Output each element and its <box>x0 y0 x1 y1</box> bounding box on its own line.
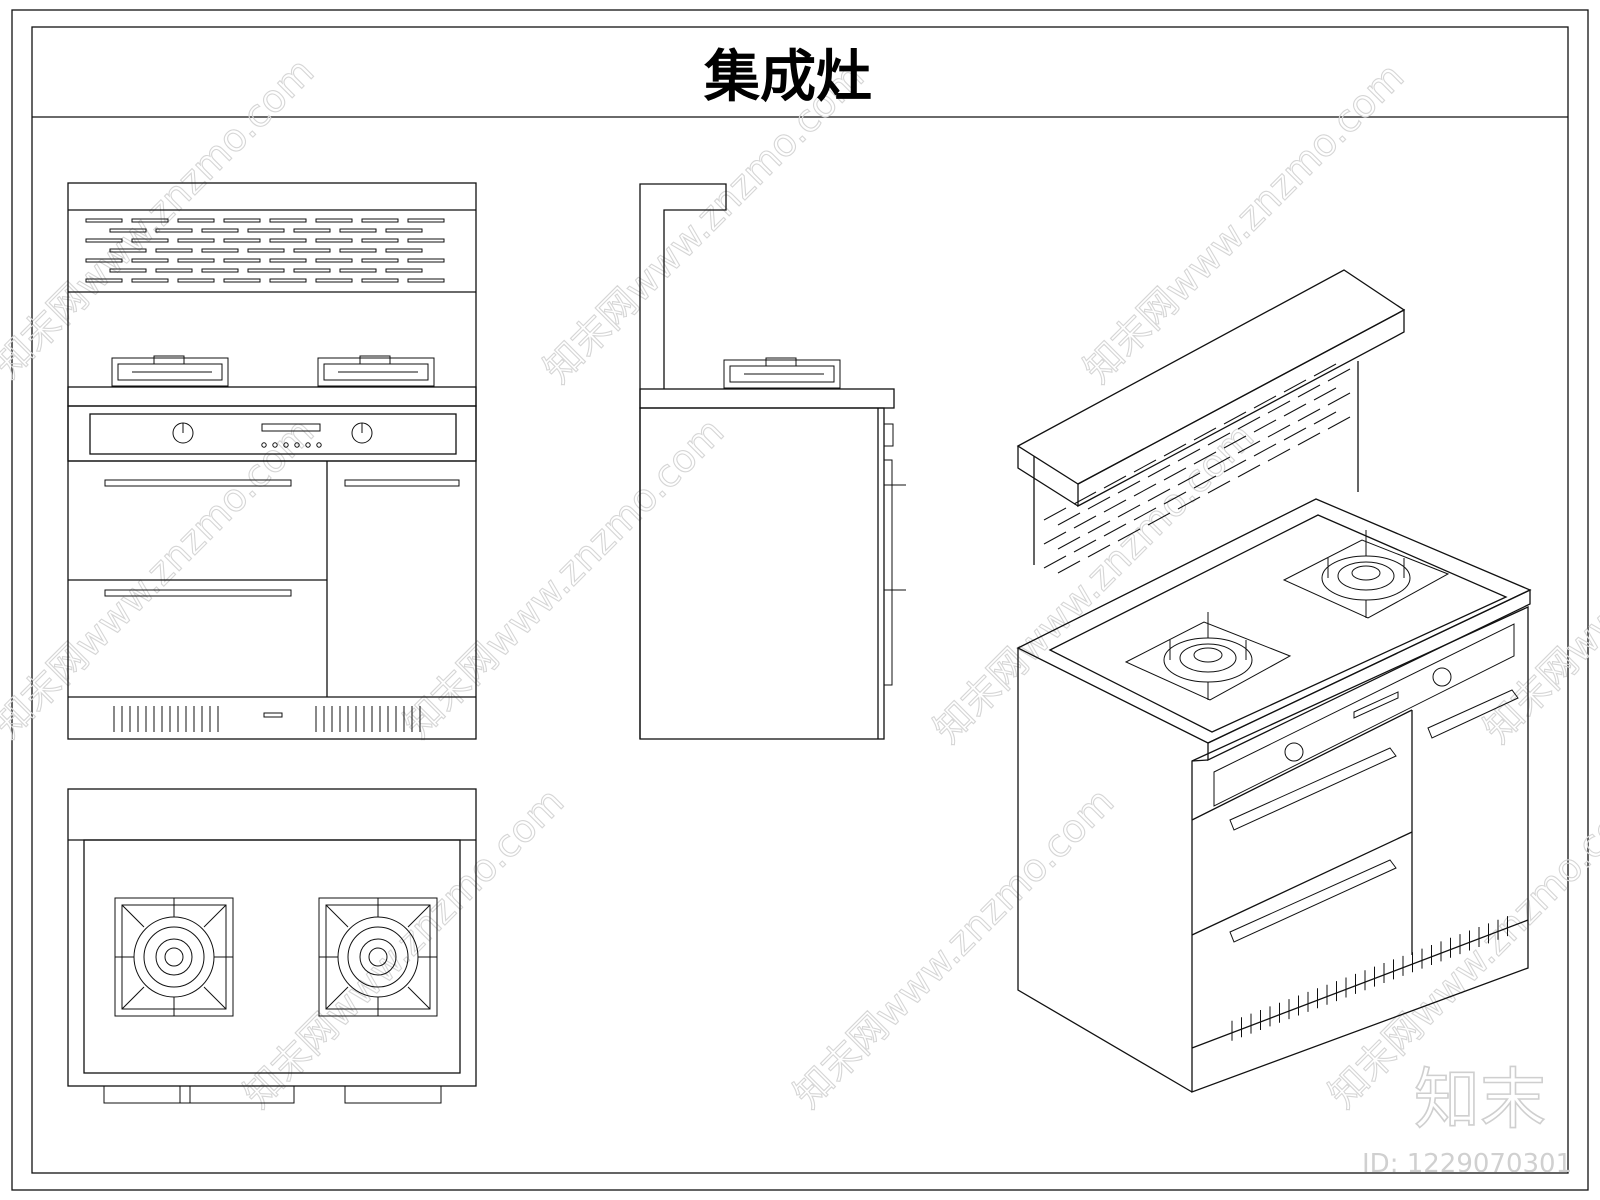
drawer-handle <box>1229 859 1397 943</box>
isometric-view <box>1016 269 1532 1093</box>
inner-frame <box>31 26 1569 1174</box>
brand-logo: 知末 <box>1414 1061 1546 1138</box>
watermark: 知末网www.znzmo.com <box>395 409 732 746</box>
side-elevation <box>639 183 906 740</box>
top-plan-view <box>67 788 477 1104</box>
display-panel <box>1353 691 1399 719</box>
knob-icon <box>1432 667 1452 687</box>
burner-front-left <box>111 355 229 387</box>
drawer-handle <box>1229 747 1397 831</box>
burner-side <box>723 357 841 389</box>
watermark: 知末网www.znzmo.com <box>235 779 572 1116</box>
outer-frame <box>11 9 1589 1191</box>
watermark: 知末网www.znzmo.com <box>1475 414 1600 751</box>
front-elevation <box>67 182 477 740</box>
drawer-handle <box>104 479 292 487</box>
iso-vents <box>1043 363 1351 574</box>
plinth-slots <box>113 706 421 732</box>
display-panel <box>261 423 321 432</box>
watermark: 知末网www.znzmo.com <box>0 49 322 386</box>
watermark: 知末网www.znzmo.com <box>1075 54 1412 391</box>
knob-icon <box>1284 742 1304 762</box>
watermark: 知末网www.znzmo.com <box>785 779 1122 1116</box>
drawing-title: 集成灶 <box>703 45 872 110</box>
drawer-handle <box>104 589 292 597</box>
vent-slots <box>85 218 445 283</box>
panel-buttons <box>261 442 322 448</box>
watermark: 知末网www.znzmo.com <box>0 409 322 746</box>
burner-iso-left <box>1124 612 1292 701</box>
image-id: ID: 1229070301 <box>1362 1149 1572 1179</box>
plan-burners <box>114 897 438 1017</box>
iso-plinth <box>1231 916 1508 1041</box>
burner-iso-right <box>1282 530 1450 619</box>
door-handle <box>1427 689 1519 739</box>
burner-front-right <box>317 355 435 387</box>
watermark: 知末网www.znzmo.com <box>925 414 1262 751</box>
door-handle <box>344 479 460 487</box>
